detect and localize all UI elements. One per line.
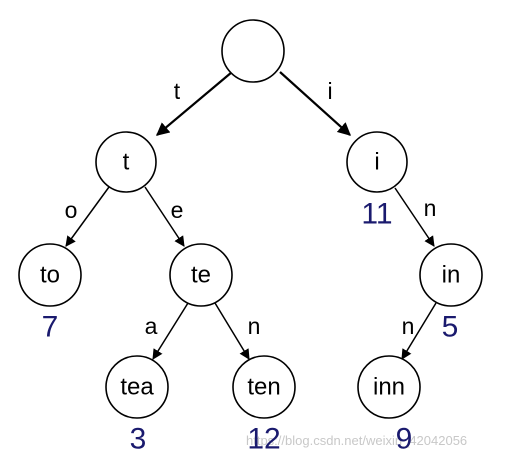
value-to: 7 xyxy=(42,311,59,344)
edge-label-t-te: e xyxy=(171,197,184,223)
node-label-te: te xyxy=(191,262,211,289)
edge-labels: t i o e a n n n xyxy=(65,78,437,339)
node-label-inn: inn xyxy=(373,374,405,401)
node-inn: inn xyxy=(357,355,421,419)
node-te: te xyxy=(169,243,233,307)
node-label-t: t xyxy=(123,149,130,176)
edge-label-te-ten: n xyxy=(248,313,261,339)
value-ten: 12 xyxy=(247,423,280,456)
edge-t-te xyxy=(144,186,185,247)
value-tea: 3 xyxy=(130,423,147,456)
node-to: to xyxy=(18,243,82,307)
edge-label-root-t: t xyxy=(174,78,181,104)
node-root xyxy=(221,19,285,83)
edge-label-te-tea: a xyxy=(145,313,158,339)
edge-te-tea xyxy=(152,302,189,360)
node-label-in: in xyxy=(442,262,461,289)
node-in: in xyxy=(419,243,483,307)
node-i: i xyxy=(346,131,408,193)
node-label-to: to xyxy=(40,262,60,289)
edge-label-in-inn: n xyxy=(402,313,415,339)
node-t: t xyxy=(95,131,157,193)
edge-in-inn xyxy=(401,302,437,360)
value-inn: 9 xyxy=(396,423,413,456)
edge-root-t xyxy=(155,71,233,136)
node-ten: ten xyxy=(232,355,296,419)
node-tea: tea xyxy=(105,355,169,419)
edge-root-i xyxy=(279,71,351,136)
node-label-i: i xyxy=(374,149,379,176)
node-values: 11 7 5 3 12 9 xyxy=(42,198,459,456)
edge-label-i-in: n xyxy=(424,195,437,221)
value-i: 11 xyxy=(361,198,392,231)
edges xyxy=(65,71,437,360)
node-label-tea: tea xyxy=(120,374,154,401)
watermark-text: https://blog.csdn.net/weixin_42042056 xyxy=(246,433,467,448)
edge-label-root-i: i xyxy=(327,78,332,104)
value-in: 5 xyxy=(442,311,459,344)
node-label-ten: ten xyxy=(247,374,280,401)
edge-i-in xyxy=(394,187,435,247)
edge-t-to xyxy=(65,186,110,247)
edge-te-ten xyxy=(214,302,250,360)
edge-label-t-to: o xyxy=(65,197,78,223)
